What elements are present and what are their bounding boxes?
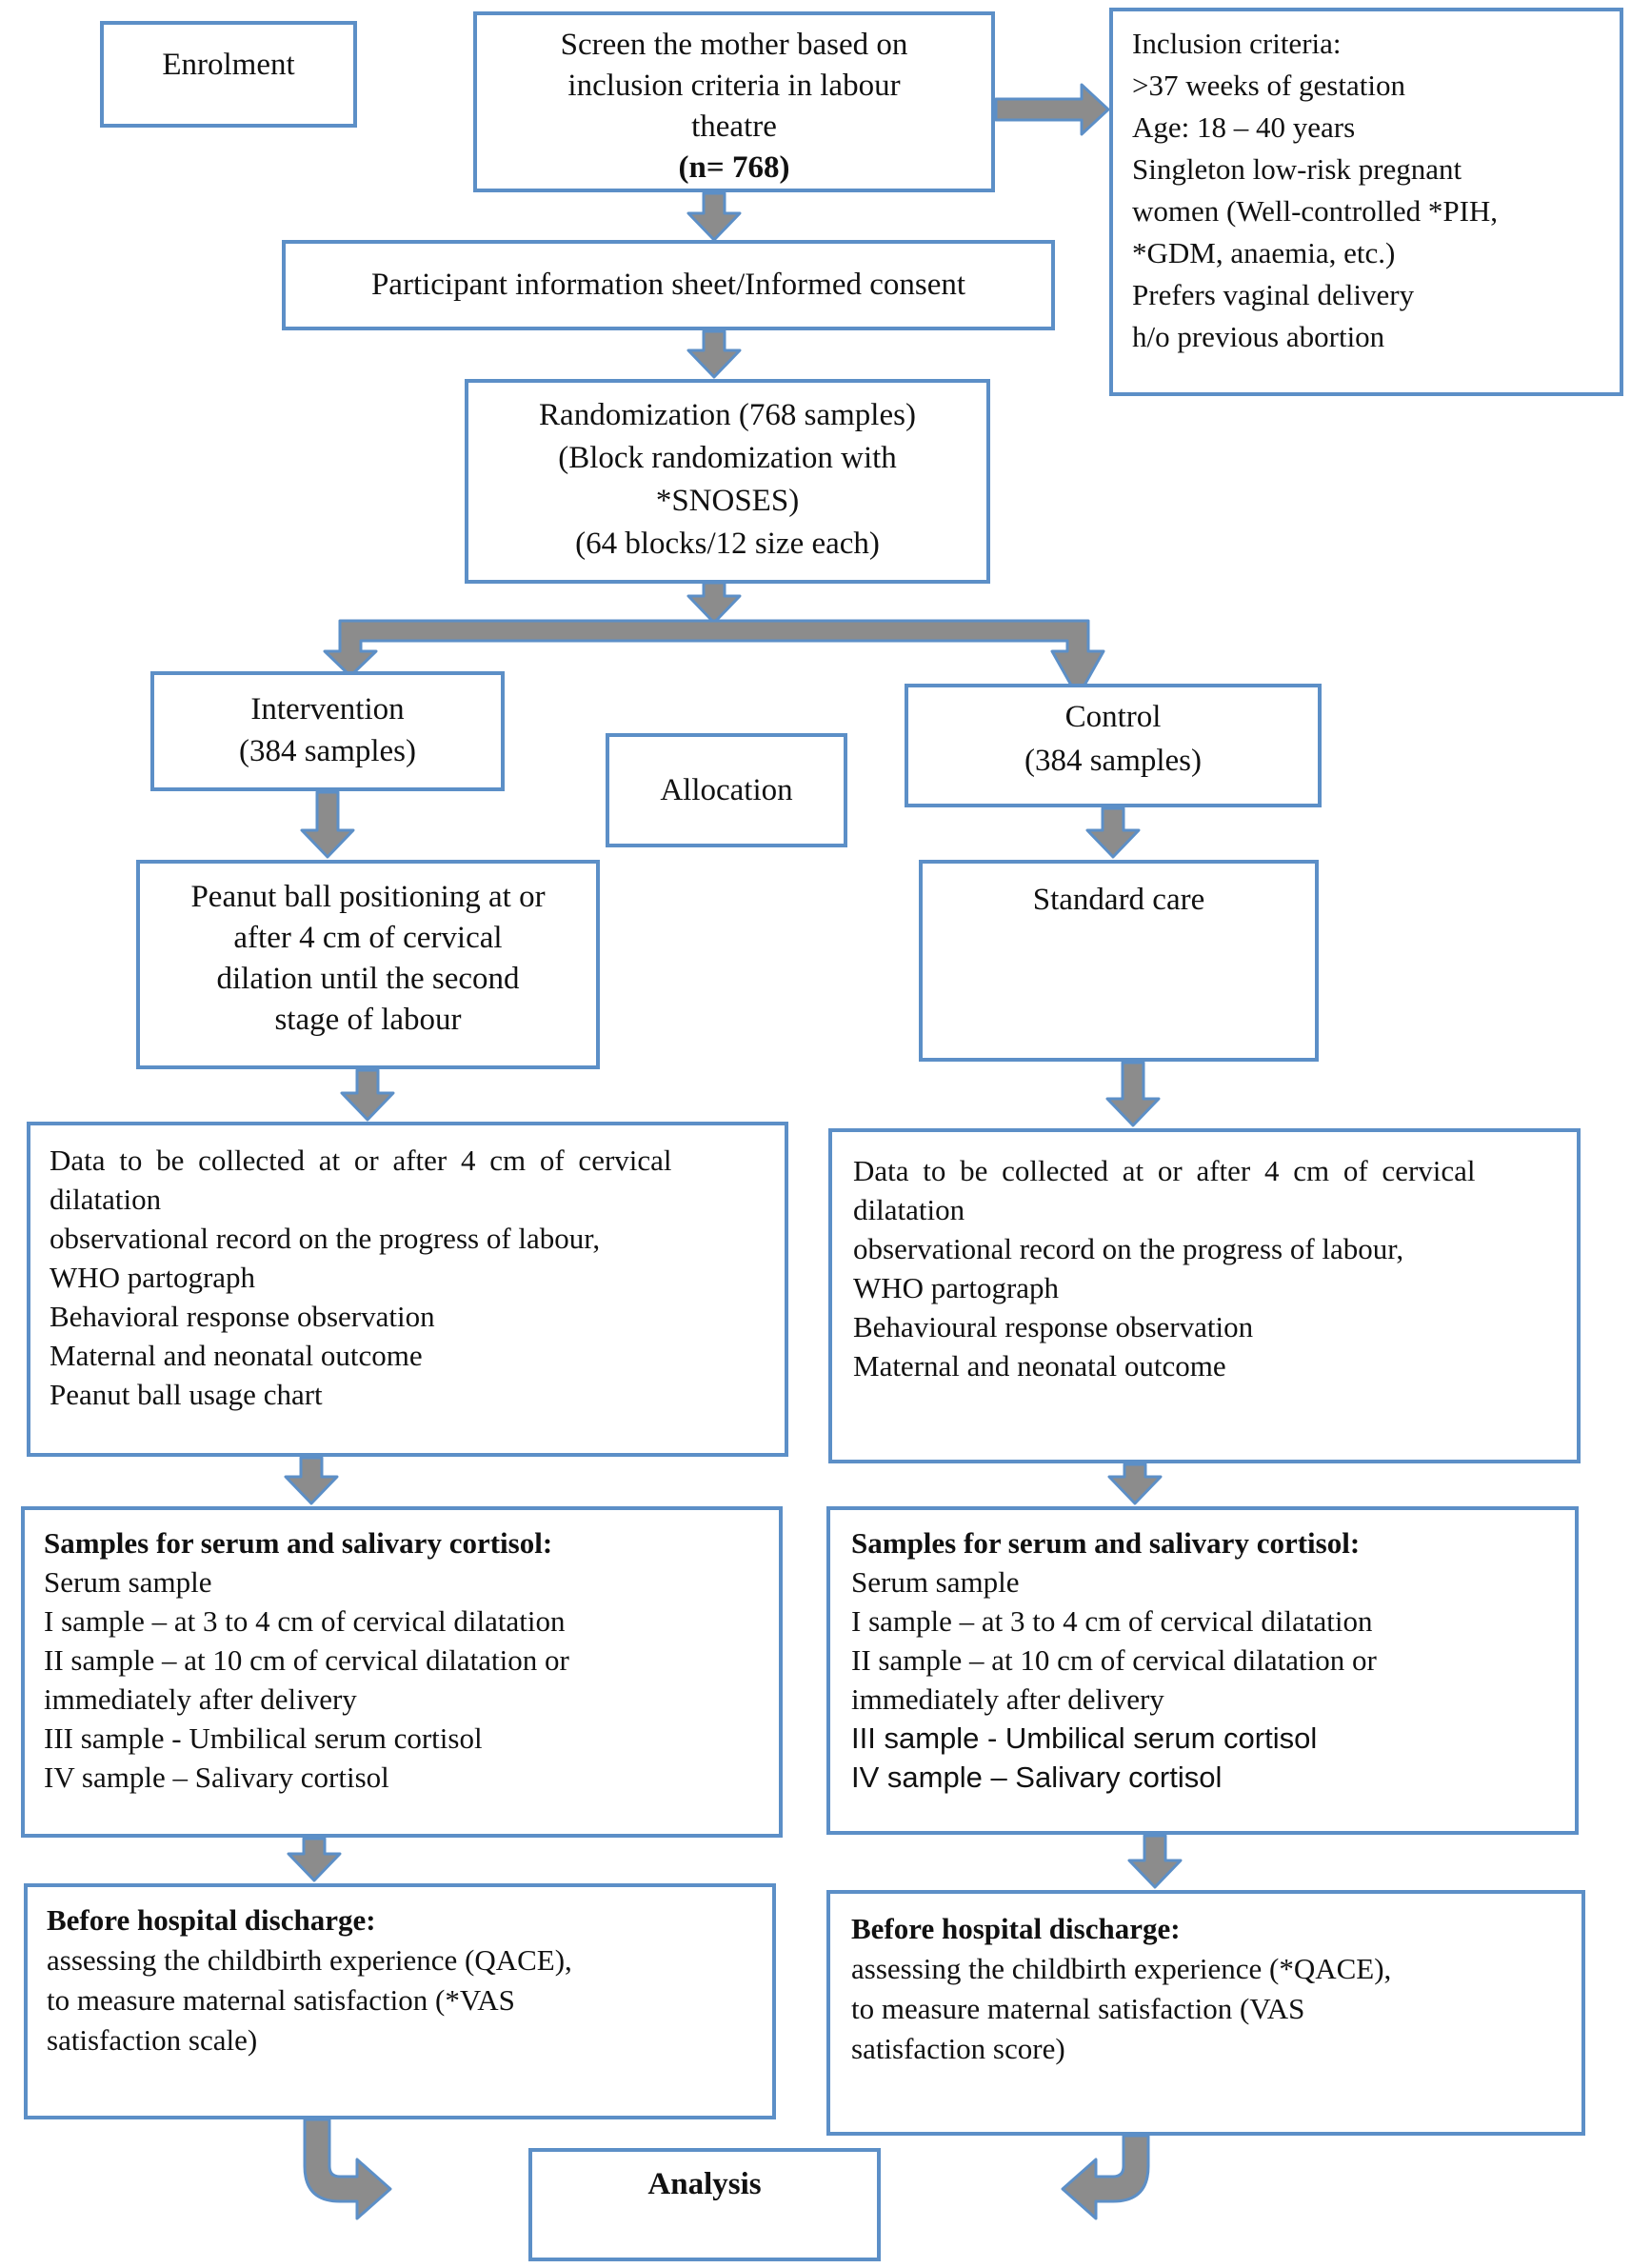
box-line: immediately after delivery [851, 1682, 1164, 1716]
standard-care-box: Standard care [919, 860, 1319, 1062]
box-line: to measure maternal satisfaction (*VAS [47, 1983, 515, 2017]
box-line: (64 blocks/12 size each) [575, 527, 880, 561]
box-line: Data to be collected at or after 4 cm of… [853, 1154, 1476, 1187]
box-line: Peanut ball positioning at or [190, 880, 546, 914]
box-line: after 4 cm of cervical [233, 921, 503, 955]
box-line: Inclusion criteria: [1132, 27, 1342, 60]
arrow-screen-to-inclusion-icon [994, 83, 1110, 136]
arrow-data-to-samples-right-icon [1107, 1462, 1163, 1505]
inclusion-criteria-box: Inclusion criteria: >37 weeks of gestatio… [1109, 8, 1623, 396]
box-line: II sample – at 10 cm of cervical dilatat… [44, 1643, 569, 1677]
data-collection-intervention-box: Data to be collected at or after 4 cm of… [27, 1122, 788, 1457]
discharge-assessment-control-box: Before hospital discharge: assessing the … [826, 1890, 1585, 2136]
box-line: assessing the childbirth experience (QAC… [47, 1943, 572, 1977]
intervention-arm-box: Intervention (384 samples) [150, 671, 505, 791]
box-line: Peanut ball usage chart [50, 1378, 323, 1411]
discharge-assessment-intervention-box: Before hospital discharge: assessing the … [24, 1883, 776, 2119]
box-line: Maternal and neonatal outcome [50, 1339, 423, 1372]
curved-arrow-right-to-analysis-icon [1061, 2134, 1150, 2220]
box-line: Participant information sheet/Informed c… [370, 268, 966, 302]
box-line: satisfaction score) [851, 2032, 1065, 2065]
arrow-screen-to-participant-icon [686, 191, 742, 242]
box-line: *SNOSES) [655, 484, 800, 518]
box-line: Screen the mother based on [560, 28, 908, 62]
box-line: (n= 768) [678, 150, 790, 185]
randomization-box: Randomization (768 samples) (Block random… [465, 379, 990, 584]
box-line: *GDM, anaemia, etc.) [1132, 236, 1396, 269]
box-line: (384 samples) [1024, 744, 1203, 778]
box-line: I sample – at 3 to 4 cm of cervical dila… [851, 1604, 1373, 1638]
box-line: Analysis [647, 2167, 762, 2201]
box-line: Singleton low-risk pregnant [1132, 152, 1462, 186]
cortisol-samples-intervention-box: Samples for serum and salivary cortisol:… [21, 1506, 783, 1838]
box-line: Age: 18 – 40 years [1132, 110, 1356, 144]
box-line: to measure maternal satisfaction (VAS [851, 1992, 1305, 2025]
box-line: Samples for serum and salivary cortisol: [44, 1526, 553, 1560]
box-line: assessing the childbirth experience (*QA… [851, 1952, 1392, 1985]
arrow-data-to-samples-left-icon [284, 1456, 339, 1505]
analysis-box: Analysis [528, 2148, 881, 2261]
box-line: women (Well-controlled *PIH, [1132, 194, 1499, 228]
arrow-samples-to-discharge-right-icon [1127, 1834, 1183, 1889]
box-line: Randomization (768 samples) [539, 398, 916, 432]
box-line: Standard care [1032, 883, 1205, 917]
arrow-samples-to-discharge-left-icon [287, 1837, 342, 1882]
allocation-label-box: Allocation [606, 733, 847, 847]
box-line: observational record on the progress of … [853, 1232, 1404, 1265]
curved-arrow-left-to-analysis-icon [303, 2118, 392, 2220]
cortisol-samples-control-box: Samples for serum and salivary cortisol:… [826, 1506, 1579, 1835]
box-line: IV sample – Salivary cortisol [44, 1761, 389, 1794]
box-line: Serum sample [44, 1565, 212, 1599]
box-line: immediately after delivery [44, 1682, 357, 1716]
box-line: IV sample – Salivary cortisol [851, 1761, 1223, 1794]
box-line: I sample – at 3 to 4 cm of cervical dila… [44, 1604, 566, 1638]
box-line: (384 samples) [238, 734, 417, 768]
arrow-control-to-standard-icon [1085, 806, 1141, 859]
box-line: stage of labour [274, 1003, 462, 1037]
box-line: Samples for serum and salivary cortisol: [851, 1526, 1361, 1560]
box-line: (Block randomization with [558, 441, 897, 475]
data-collection-control-box: Data to be collected at or after 4 cm of… [828, 1128, 1581, 1463]
control-arm-box: Control (384 samples) [905, 684, 1322, 807]
arrow-peanut-to-data-left-icon [340, 1068, 395, 1122]
box-line: dilatation [50, 1183, 162, 1216]
box-line: III sample - Umbilical serum cortisol [851, 1721, 1318, 1755]
arrow-intervention-to-peanut-icon [300, 790, 355, 859]
box-line: theatre [691, 109, 777, 144]
screening-box: Screen the mother based on inclusion crit… [473, 11, 995, 192]
box-line: inclusion criteria in labour [567, 69, 901, 103]
box-line: h/o previous abortion [1132, 320, 1385, 353]
peanut-ball-intervention-box: Peanut ball positioning at or after 4 cm … [136, 860, 600, 1069]
box-line: dilatation [853, 1193, 965, 1226]
arrow-participant-to-randomization-icon [686, 329, 742, 379]
box-line: Before hospital discharge: [47, 1903, 376, 1937]
box-line: Allocation [660, 772, 793, 807]
box-line: WHO partograph [853, 1271, 1060, 1304]
box-line: Data to be collected at or after 4 cm of… [50, 1144, 672, 1177]
informed-consent-box: Participant information sheet/Informed c… [282, 240, 1055, 330]
box-line: Before hospital discharge: [851, 1912, 1181, 1945]
arrow-randomization-to-branch-icon [686, 581, 742, 625]
box-line: Enrolment [162, 48, 295, 82]
box-line: >37 weeks of gestation [1132, 69, 1405, 102]
box-line: satisfaction scale) [47, 2023, 258, 2057]
arrow-standard-to-data-right-icon [1105, 1061, 1161, 1127]
box-line: Behavioural response observation [853, 1310, 1254, 1343]
box-line: Serum sample [851, 1565, 1020, 1599]
box-line: Control [1064, 700, 1162, 734]
box-line: dilation until the second [216, 962, 520, 996]
branch-split-arrow-icon [323, 619, 1105, 699]
box-line: observational record on the progress of … [50, 1222, 601, 1255]
box-line: WHO partograph [50, 1261, 256, 1294]
enrolment-box: Enrolment [100, 21, 357, 128]
box-line: Behavioral response observation [50, 1300, 435, 1333]
box-line: Maternal and neonatal outcome [853, 1349, 1226, 1383]
box-line: III sample - Umbilical serum cortisol [44, 1721, 483, 1755]
box-line: II sample – at 10 cm of cervical dilatat… [851, 1643, 1377, 1677]
box-line: Prefers vaginal delivery [1132, 278, 1415, 311]
box-line: Intervention [250, 692, 405, 726]
